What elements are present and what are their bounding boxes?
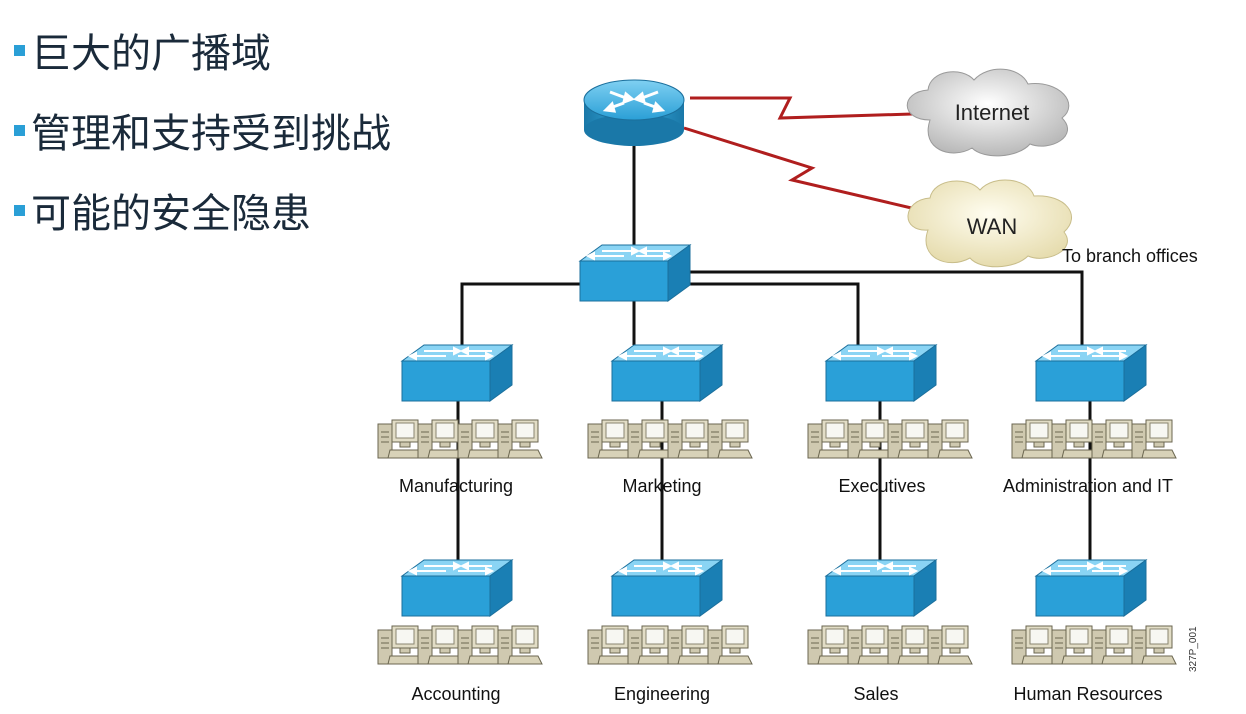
- dept-label-manufacturing: Manufacturing: [399, 476, 513, 496]
- bullet-item: 管理和支持受到挑战: [14, 114, 391, 154]
- switch-marketing-icon: [611, 344, 723, 402]
- pc-group-sales: [808, 626, 972, 664]
- bullet-text: 可能的安全隐患: [31, 191, 311, 237]
- pc-group-marketing: [588, 420, 752, 458]
- dept-label-hr: Human Resources: [1013, 684, 1162, 704]
- bullet-text: 管理和支持受到挑战: [31, 111, 391, 157]
- pc-group-accounting: [378, 626, 542, 664]
- serial-link-wan: [683, 126, 921, 212]
- dept-label-marketing: Marketing: [622, 476, 701, 496]
- internet-cloud-icon: Internet: [906, 68, 1070, 157]
- wan-cloud-icon: WAN: [907, 179, 1073, 268]
- bullet-item: 可能的安全隐患: [14, 194, 311, 234]
- switch-manufacturing-icon: [401, 344, 513, 402]
- wan-label: WAN: [967, 214, 1018, 239]
- bullet-marker: [14, 44, 25, 56]
- serial-link-internet: [690, 96, 913, 120]
- pc-group-manufacturing: [378, 420, 542, 458]
- switch-sales-icon: [825, 559, 937, 617]
- dept-label-executives: Executives: [838, 476, 925, 496]
- dept-label-accounting: Accounting: [411, 684, 500, 704]
- pc-group-engineering: [588, 626, 752, 664]
- branch-offices-label: To branch offices: [1062, 246, 1198, 266]
- dept-label-engineering: Engineering: [614, 684, 710, 704]
- bullet-text: 巨大的广播域: [31, 31, 271, 77]
- pc-group-hr: [1012, 626, 1176, 664]
- dept-label-administration: Administration and IT: [1003, 476, 1173, 496]
- internet-label: Internet: [955, 100, 1030, 125]
- pc-group-executives: [808, 420, 972, 458]
- switch-hr-icon: [1035, 559, 1147, 617]
- core-switch-icon: [579, 244, 691, 302]
- dept-label-sales: Sales: [853, 684, 898, 704]
- figure-code: 327P_001: [1188, 626, 1199, 672]
- switch-engineering-icon: [611, 559, 723, 617]
- switch-administration-icon: [1035, 344, 1147, 402]
- switch-accounting-icon: [401, 559, 513, 617]
- bullet-marker: [14, 124, 25, 136]
- switch-executives-icon: [825, 344, 937, 402]
- pc-group-administration: [1012, 420, 1176, 458]
- bullet-marker: [14, 204, 25, 216]
- bullet-item: 巨大的广播域: [14, 34, 271, 74]
- router-icon: [583, 79, 685, 146]
